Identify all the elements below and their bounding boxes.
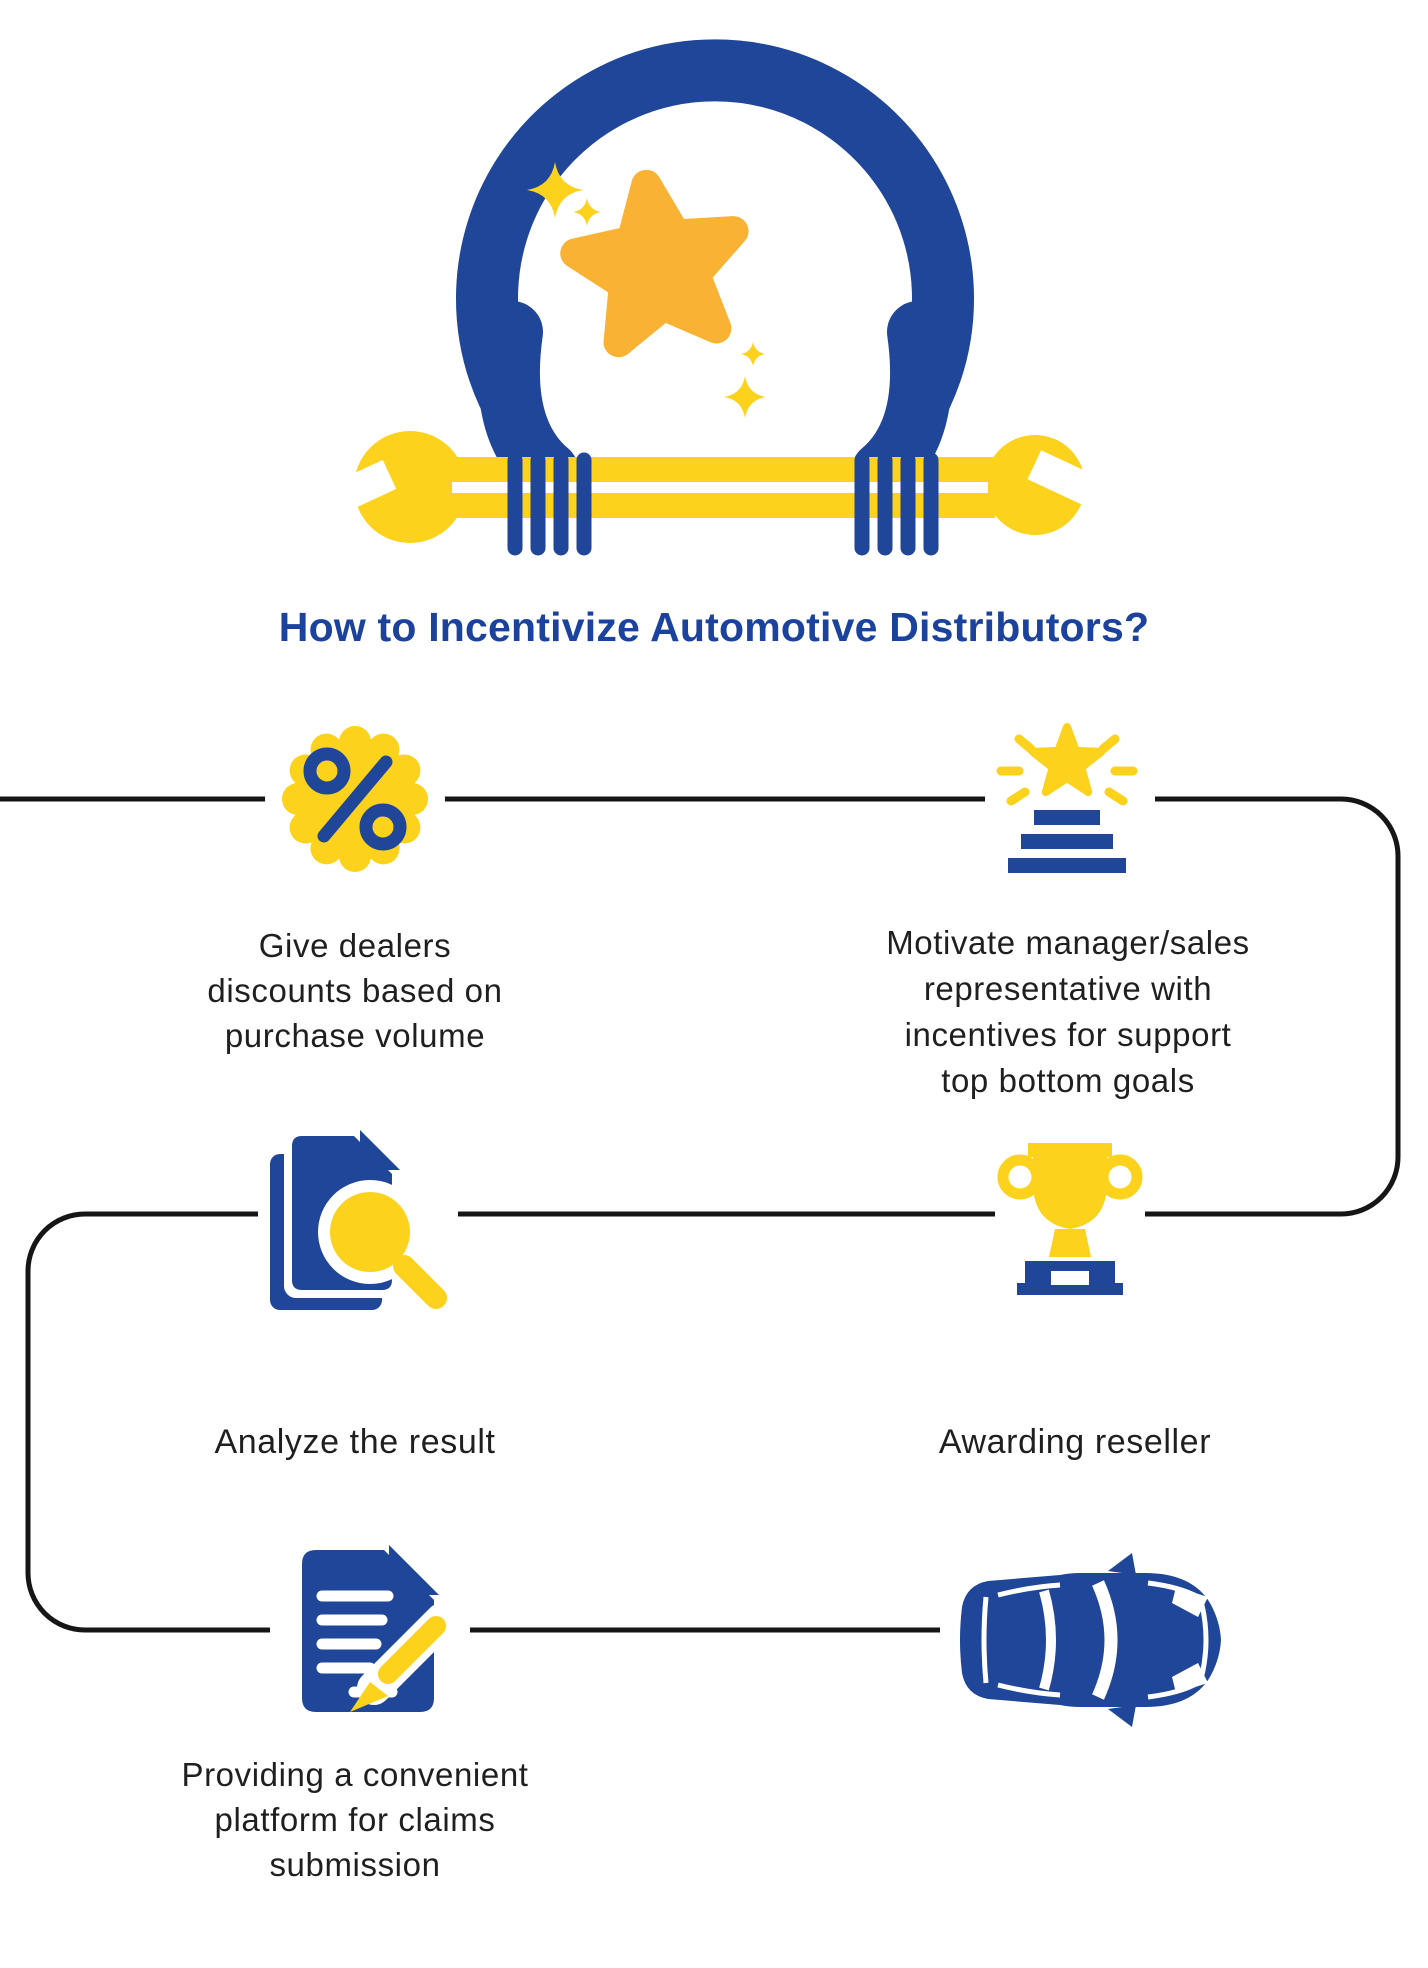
- step-label-analyze: Analyze the result: [214, 1423, 496, 1461]
- star-podium-icon: [985, 715, 1155, 905]
- star-rays: [996, 734, 1138, 806]
- wrench-icon: [340, 431, 1100, 543]
- car-top-view-icon: [940, 1535, 1230, 1745]
- step-label-claims: Providing a convenient platform for clai…: [181, 1756, 529, 1883]
- percent-glyph: [303, 747, 407, 851]
- step-label-awarding: Awarding reseller: [938, 1423, 1212, 1461]
- car-detail-lines: [981, 1580, 1209, 1700]
- trophy-base: [1017, 1261, 1123, 1295]
- magnifier-glass: [318, 1180, 458, 1320]
- hands-holding-wrench-illustration: [340, 10, 1100, 562]
- pencil: [350, 1603, 459, 1712]
- percent-badge-icon: [265, 709, 445, 889]
- step-label-motivate: Motivate manager/sales representative wi…: [886, 924, 1250, 1099]
- document-pencil-icon: [270, 1540, 470, 1740]
- page-title: How to Incentivize Automotive Distributo…: [278, 604, 1150, 650]
- step-label-discounts: Give dealers discounts based on purchase…: [207, 927, 503, 1054]
- podium-steps: [1008, 810, 1126, 873]
- star-icon: [560, 169, 749, 358]
- trophy-icon: [995, 1135, 1145, 1295]
- sparkle-icon: [527, 162, 766, 418]
- hand-fingers: [507, 452, 939, 556]
- document-magnifier-icon: [258, 1128, 458, 1328]
